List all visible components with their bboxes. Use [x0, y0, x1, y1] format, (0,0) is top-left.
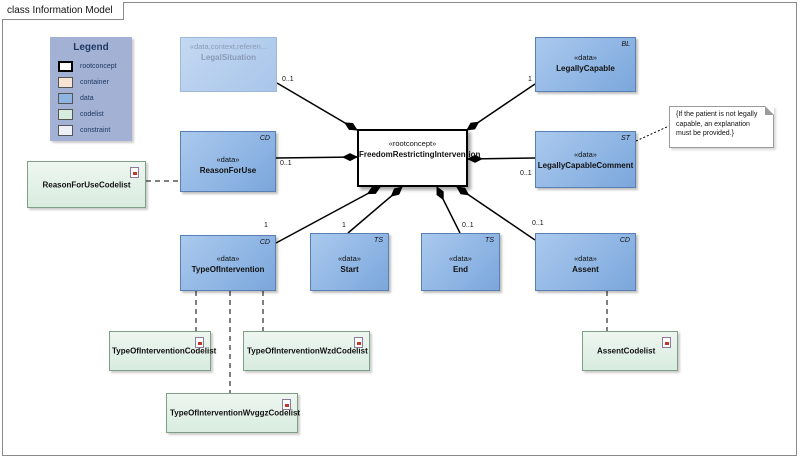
edge-end	[436, 186, 461, 234]
codelist-icon	[282, 399, 291, 410]
codelist-type-of-intervention-wvggz-name: TypeOfInterventionWvggzCodelist	[170, 408, 301, 418]
edge-start	[347, 186, 403, 234]
legend-label-codelist: codelist	[80, 111, 104, 118]
edge-legally-capable	[466, 83, 536, 131]
node-assent-name: Assent	[572, 265, 599, 274]
node-legally-capable-name: LegallyCapable	[556, 64, 615, 73]
node-start[interactable]: TS «data» Start	[310, 233, 389, 291]
codelist-icon	[354, 337, 363, 348]
legend-swatch-codelist	[58, 109, 73, 120]
node-start-type: TS	[374, 237, 383, 244]
legend-swatch-constraint	[58, 125, 73, 136]
codelist-type-of-intervention-wzd-name: TypeOfInterventionWzdCodelist	[247, 346, 368, 356]
node-start-stereotype: «data»	[338, 254, 361, 263]
mult-end: 0..1	[462, 222, 474, 229]
codelist-type-of-intervention[interactable]: TypeOfInterventionCodelist	[109, 331, 217, 371]
node-legally-capable-stereotype: «data»	[574, 53, 597, 62]
node-assent-stereotype: «data»	[574, 254, 597, 263]
mult-assent: 0..1	[532, 220, 544, 227]
node-legally-capable-comment-name: LegallyCapableComment	[537, 161, 634, 170]
legend-label-rootconcept: rootconcept	[80, 63, 117, 70]
diagram-frame-title: class Information Model	[2, 2, 124, 20]
node-end-name: End	[452, 265, 469, 274]
node-assent[interactable]: CD «data» Assent	[535, 233, 636, 291]
node-legally-capable-comment-type: ST	[621, 135, 630, 142]
node-legally-capable-comment[interactable]: ST «data» LegallyCapableComment	[535, 131, 636, 188]
edge-legal-situation	[276, 82, 358, 131]
note-link	[635, 125, 670, 142]
node-end-type: TS	[485, 237, 494, 244]
legend: Legend rootconcept container data codeli…	[50, 37, 132, 141]
mult-legal-situation: 0..1	[282, 76, 294, 83]
mult-type-of-intervention: 1	[264, 222, 268, 229]
constraint-note[interactable]: {If the patient is not legally capable, …	[669, 106, 774, 148]
node-end[interactable]: TS «data» End	[421, 233, 500, 291]
node-root-freedom-restricting-intervention[interactable]: «rootconcept» FreedomRestrictingInterven…	[357, 129, 481, 187]
legend-swatch-rootconcept	[58, 61, 73, 72]
codelist-type-of-intervention-wvggz[interactable]: TypeOfInterventionWvggzCodelist	[166, 393, 301, 433]
legend-swatch-container	[58, 77, 73, 88]
mult-start: 1	[342, 222, 346, 229]
codelist-assent-name: AssentCodelist	[597, 346, 656, 356]
legend-label-constraint: constraint	[80, 127, 111, 134]
legend-label-data: data	[80, 95, 94, 102]
node-legal-situation-stereotype: «data,context,referen...	[189, 42, 268, 51]
edge-assent	[456, 186, 536, 241]
codelist-type-of-intervention-wzd[interactable]: TypeOfInterventionWzdCodelist	[243, 331, 370, 371]
codelist-reason-for-use[interactable]: ReasonForUseCodelist	[27, 161, 146, 208]
node-legally-capable-type: BL	[621, 41, 630, 48]
node-reason-for-use-stereotype: «data»	[216, 155, 240, 164]
node-reason-for-use-type: CD	[259, 135, 270, 142]
codelist-icon	[130, 167, 139, 178]
node-start-name: Start	[340, 265, 359, 274]
node-legal-situation[interactable]: «data,context,referen... LegalSituation	[180, 37, 277, 92]
root-stereotype: «rootconcept»	[388, 139, 437, 148]
edge-reason-for-use	[275, 153, 358, 162]
node-end-stereotype: «data»	[449, 254, 472, 263]
root-name: FreedomRestrictingIntervention	[359, 150, 481, 159]
edge-legally-capable-comment	[467, 154, 536, 163]
node-type-of-intervention-type: CD	[259, 239, 270, 246]
constraint-note-text: {If the patient is not legally capable, …	[676, 111, 758, 137]
legend-swatch-data	[58, 93, 73, 104]
node-legally-capable[interactable]: BL «data» LegallyCapable	[535, 37, 636, 92]
codelist-icon	[195, 337, 204, 348]
node-type-of-intervention-stereotype: «data»	[216, 254, 240, 263]
node-reason-for-use-name: ReasonForUse	[199, 166, 257, 175]
legend-title: Legend	[73, 42, 109, 53]
mult-legally-capable: 1	[528, 76, 532, 83]
node-assent-type: CD	[619, 237, 630, 244]
node-type-of-intervention-name: TypeOfIntervention	[191, 265, 265, 274]
codelist-reason-for-use-name: ReasonForUseCodelist	[42, 180, 131, 189]
edge-type-of-intervention	[275, 186, 381, 244]
legend-label-container: container	[80, 79, 109, 86]
node-reason-for-use[interactable]: CD «data» ReasonForUse	[180, 131, 276, 192]
mult-legally-capable-comment: 0..1	[520, 170, 532, 177]
node-legal-situation-name: LegalSituation	[200, 53, 257, 62]
node-type-of-intervention[interactable]: CD «data» TypeOfIntervention	[180, 235, 276, 291]
note-fold-corner	[765, 106, 774, 115]
codelist-assent[interactable]: AssentCodelist	[582, 331, 678, 371]
codelist-icon	[662, 337, 671, 348]
node-legally-capable-comment-stereotype: «data»	[574, 150, 597, 159]
codelist-type-of-intervention-name: TypeOfInterventionCodelist	[112, 346, 217, 356]
mult-reason-for-use: 0..1	[280, 160, 292, 167]
